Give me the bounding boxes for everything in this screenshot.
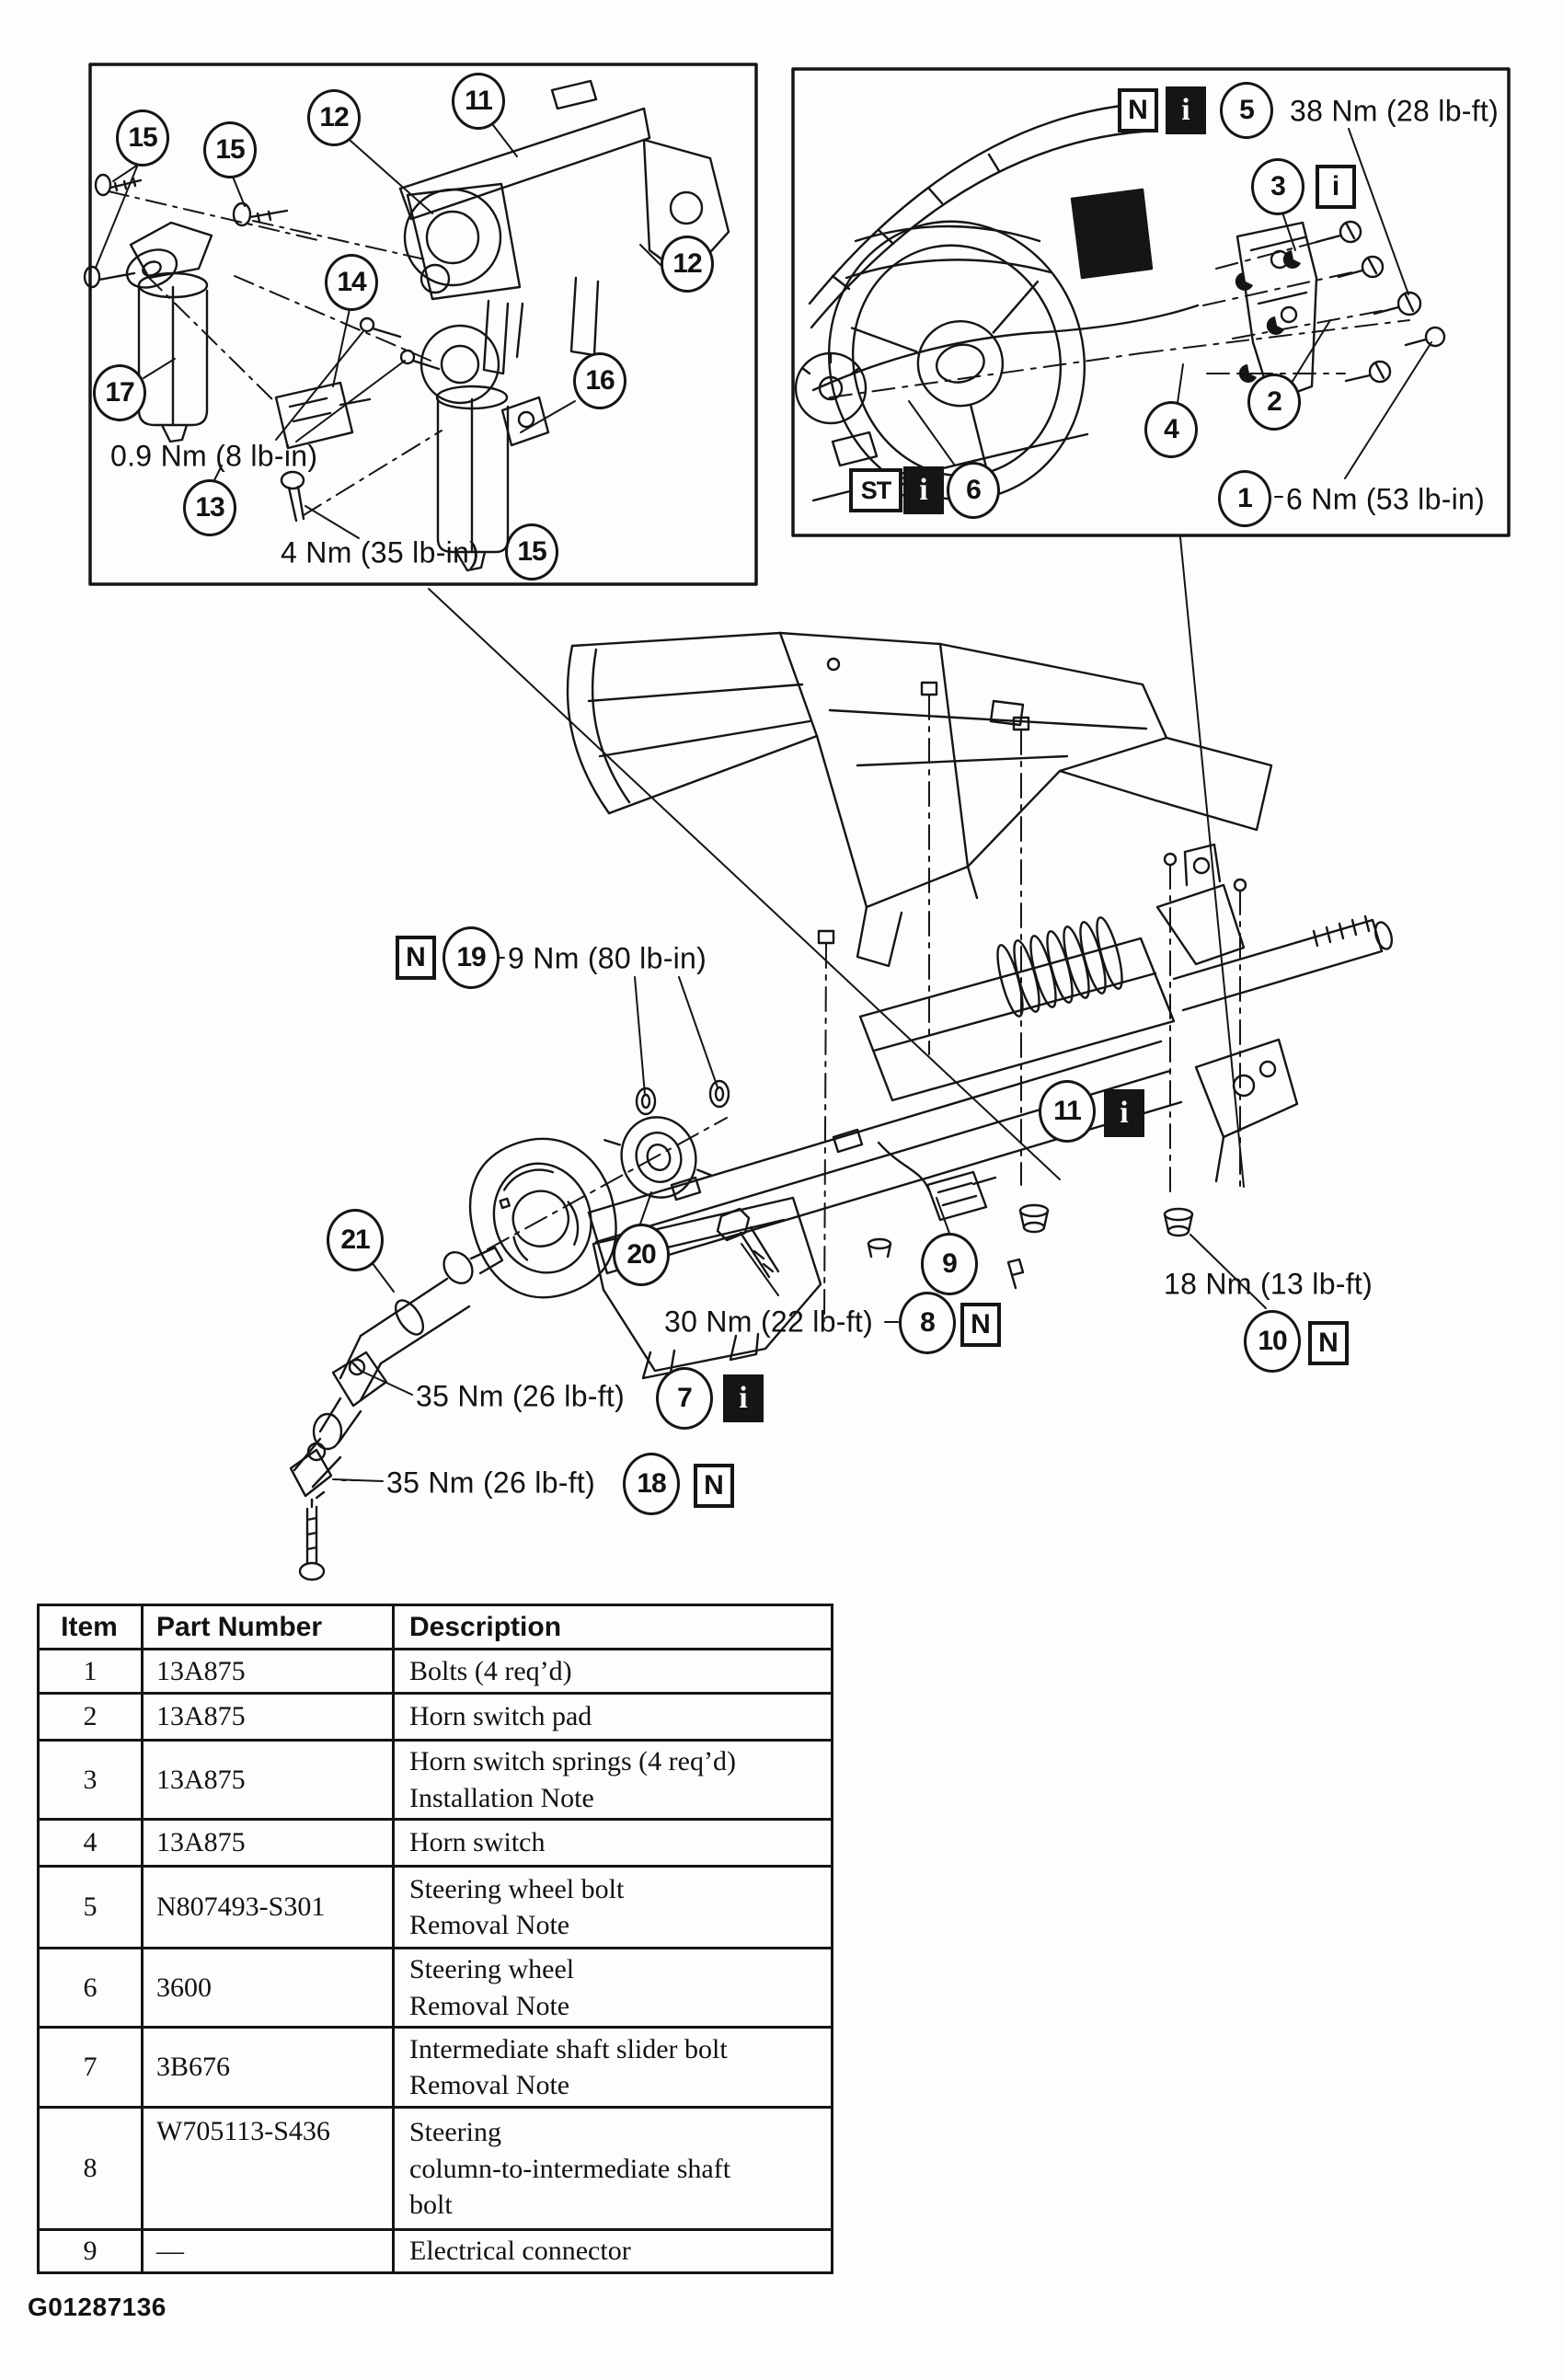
inset-left-frame xyxy=(88,63,758,586)
table-row: 4 13A875 Horn switch xyxy=(37,1818,833,1868)
torque-label-4nm: 4 Nm (35 lb-in) xyxy=(281,535,480,569)
intermediate-shaft-art xyxy=(289,1246,504,1581)
inset-right-screws xyxy=(1315,220,1446,384)
inset-right-frame xyxy=(791,67,1511,537)
figure-id-code: G01287136 xyxy=(28,2293,167,2321)
note-badge-n-8: N xyxy=(960,1303,1001,1347)
callout-5: 5 xyxy=(1220,82,1273,139)
info-badge-i-5: i xyxy=(1166,86,1206,134)
callout-11-inset: 11 xyxy=(452,73,505,130)
callout-21: 21 xyxy=(327,1209,384,1271)
callout-17: 17 xyxy=(93,364,146,421)
info-badge-i-6: i xyxy=(903,466,944,514)
torque-label-0-9nm: 0.9 Nm (8 lb-in) xyxy=(110,439,318,473)
callout-15-c: 15 xyxy=(505,523,558,581)
callout-7: 7 xyxy=(656,1367,713,1430)
main-column-art xyxy=(289,631,1394,1581)
callout-19: 19 xyxy=(442,926,500,989)
main-leaders xyxy=(332,957,1267,1482)
callout-2: 2 xyxy=(1247,374,1301,431)
table-row: 2 13A875 Horn switch pad xyxy=(37,1692,833,1742)
callout-1: 1 xyxy=(1218,470,1271,527)
inset-left-leader xyxy=(428,588,1061,1180)
callout-20: 20 xyxy=(613,1224,670,1286)
col-header-item: Item xyxy=(37,1604,144,1650)
callout-12-b: 12 xyxy=(661,236,714,293)
callout-3: 3 xyxy=(1251,158,1304,215)
callout-14: 14 xyxy=(325,254,378,311)
col-header-part-number: Part Number xyxy=(141,1604,395,1650)
torque-label-9nm: 9 Nm (80 lb-in) xyxy=(508,941,707,975)
callout-9: 9 xyxy=(921,1233,978,1295)
inset-right-leader xyxy=(1179,536,1245,1188)
callout-6: 6 xyxy=(947,462,1000,519)
torque-label-30nm: 30 Nm (22 lb-ft) xyxy=(664,1305,874,1339)
info-badge-i-7: i xyxy=(723,1374,764,1422)
torque-label-18nm: 18 Nm (13 lb-ft) xyxy=(1164,1267,1373,1301)
torque-label-38nm: 38 Nm (28 lb-ft) xyxy=(1290,94,1500,128)
callout-15-a: 15 xyxy=(116,109,169,167)
screw-glyphs xyxy=(83,173,441,523)
tilt-motor-exploded-art xyxy=(83,79,730,572)
callout-15-b: 15 xyxy=(203,121,257,178)
callout-13: 13 xyxy=(183,479,236,536)
callout-12-a: 12 xyxy=(307,89,361,146)
callout-16: 16 xyxy=(573,352,626,409)
table-row: 9 — Electrical connector xyxy=(37,2228,833,2274)
st-badge: ST xyxy=(849,468,902,512)
table-row: 1 13A875 Bolts (4 req’d) xyxy=(37,1648,833,1695)
parts-table: Item Part Number Description 1 13A875 Bo… xyxy=(37,1604,833,2274)
callout-4: 4 xyxy=(1144,401,1198,458)
callout-10: 10 xyxy=(1244,1310,1301,1373)
torque-label-35nm-a: 35 Nm (26 lb-ft) xyxy=(416,1379,626,1413)
callout-18: 18 xyxy=(623,1453,680,1515)
note-badge-n-5: N xyxy=(1118,88,1158,132)
clockspring-art xyxy=(468,1137,617,1299)
note-badge-n-19: N xyxy=(396,936,436,980)
info-badge-i-3: i xyxy=(1316,165,1356,209)
torque-label-6nm: 6 Nm (53 lb-in) xyxy=(1286,482,1486,516)
col-header-description: Description xyxy=(392,1604,833,1650)
note-badge-n-18: N xyxy=(694,1464,734,1508)
nut-glyphs xyxy=(867,1203,1194,1290)
note-badge-n-10: N xyxy=(1308,1321,1349,1365)
table-header-row: Item Part Number Description xyxy=(37,1604,833,1650)
callout-11-main: 11 xyxy=(1039,1080,1096,1143)
torque-label-35nm-b: 35 Nm (26 lb-ft) xyxy=(386,1466,596,1500)
info-badge-i-11: i xyxy=(1104,1089,1144,1137)
table-row: 3 13A875 Horn switch springs (4 req’d)In… xyxy=(37,1738,833,1822)
callout-8: 8 xyxy=(899,1292,956,1354)
